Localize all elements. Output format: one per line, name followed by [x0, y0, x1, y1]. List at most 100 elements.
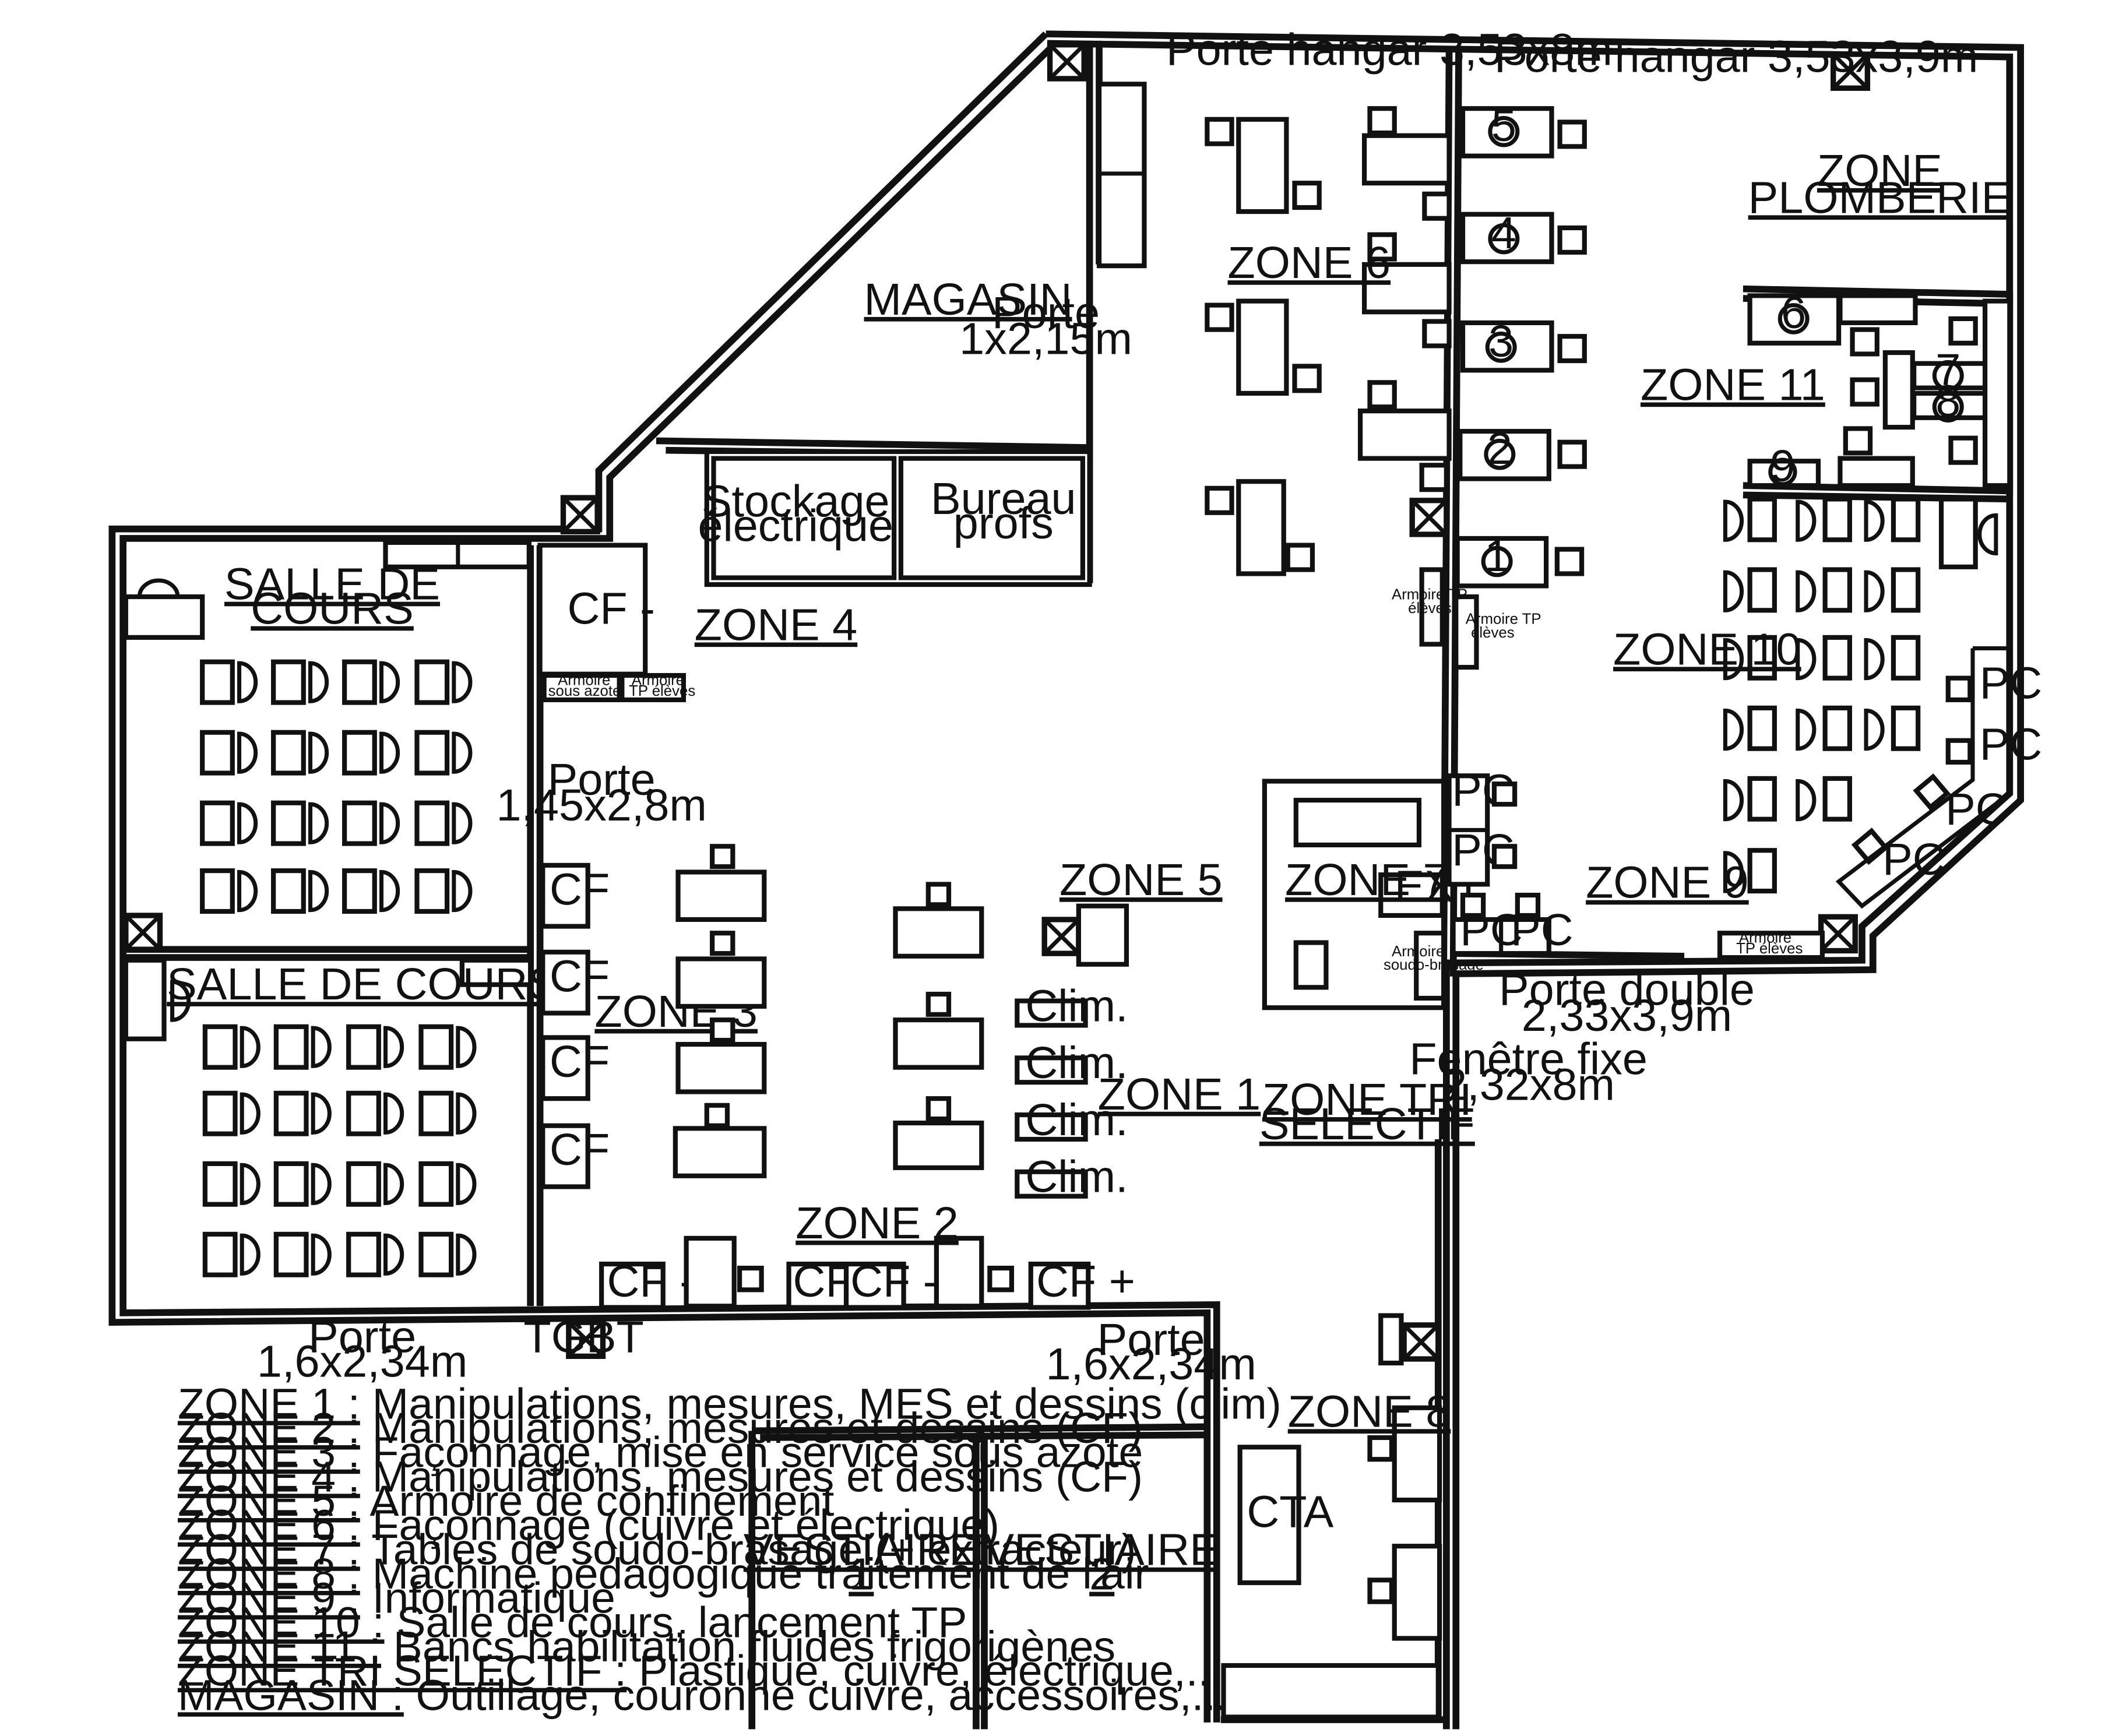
porte-double-label-1: Porte double: [1499, 965, 1755, 1015]
legend: ZONE 1 : Manipulations, mesures, MES et …: [178, 1379, 1282, 1720]
clim-label-3: Clim.: [1025, 1095, 1128, 1145]
zone9-label: ZONE 9: [1586, 858, 1749, 908]
column-x-marker: [1041, 917, 1082, 956]
legend-text: Façonnage (cuivre et électrique): [360, 1501, 999, 1550]
legend-item: ZONE TRI SELECTIF : Plastique, cuivre, é…: [178, 1646, 1222, 1695]
cf-minus-label-2: CF -: [607, 1256, 695, 1307]
pc-label-2: PC: [1980, 720, 2043, 770]
pc-label-3: PC: [1945, 784, 2008, 834]
armoire-tp-label-2: élèves: [1408, 600, 1452, 617]
column-x-marker: [1831, 51, 1871, 91]
legend-item: ZONE 6 : Façonnage (cuivre et électrique…: [178, 1501, 999, 1550]
legend-item: MAGASIN : Outillage, couronne cuivre, ac…: [178, 1671, 1228, 1720]
vestiaire1-label-2: 1: [849, 1550, 874, 1600]
legend-key: ZONE 7 :: [178, 1525, 360, 1574]
legend-key: ZONE 1 :: [178, 1379, 360, 1428]
legend-item: ZONE 9 : Informatique: [178, 1573, 615, 1622]
armoire-tp-label-b2: élèves: [1471, 625, 1515, 641]
legend-key: ZONE 6 :: [178, 1501, 360, 1550]
salle1-label-1: SALLE DE: [224, 559, 440, 610]
vestiaire2-label-2: 2: [1089, 1550, 1114, 1600]
legend-item: ZONE 3 : Façonnage, mise en service sous…: [178, 1428, 1143, 1477]
fenetre-fixe-label-1: Fenêtre fixe: [1409, 1034, 1648, 1084]
porte-salle-label-2: 1,45x2,8m: [496, 780, 706, 830]
armoire-sous-label: Armoire: [558, 672, 610, 688]
classroom-1: SALLE DE COURS: [123, 540, 531, 914]
legend-text: Machine pédagogique traitement de l'air: [360, 1549, 1149, 1598]
plomberie-fittings: ZONE PLOMBERIE 6 7 8 9: [1747, 146, 2012, 491]
legend-key: ZONE 5 :: [178, 1476, 360, 1525]
zone11-benches: 5 4 3 2 1 Armoire TP élèves Armoire TP é…: [1392, 101, 1825, 670]
vestiaire1-label-1: VESTIAIRE: [744, 1525, 979, 1575]
plomberie-label-2: PLOMBERIE: [1748, 173, 2012, 223]
legend-text: Armoire de confinement: [360, 1476, 835, 1525]
legend-text: Manipulations, mesures et dessins (CF): [360, 1452, 1143, 1501]
zone7-zone9: EXT. Armoire soudo-brasage ZONE 7 PC PC …: [1262, 766, 1825, 1010]
armoire-tp-eleves-label: Armoire: [1739, 930, 1791, 946]
legend-text: Bancs habilitation fluides frigorigènes: [381, 1622, 1115, 1671]
cta-label: CTA: [1247, 1487, 1334, 1537]
column-markers: [123, 42, 1871, 1362]
magasin-room: MAGASIN: [864, 82, 1147, 325]
storage-office: Stockage électrique Bureau profs: [698, 449, 1092, 587]
zone-tri-label-2: SELECTIF: [1259, 1099, 1475, 1149]
legend-item: ZONE 11 : Bancs habilitation fluides fri…: [178, 1622, 1115, 1671]
armoire-sous-label-2: sous azote: [548, 683, 621, 699]
legend-text: Salle de cours, lancement TP: [385, 1598, 967, 1647]
column-x-marker: [1401, 1322, 1441, 1362]
legend-key: ZONE 10 :: [178, 1598, 385, 1647]
column-x-marker: [1047, 42, 1087, 82]
zone6-workbenches: ZONE 6: [1205, 106, 1452, 576]
pc-label-4: PC: [1882, 834, 1945, 885]
column-x-marker: [1409, 498, 1449, 537]
armoire-tp-label-c2: TP élèves: [629, 683, 695, 699]
bench-number-9: 9: [1770, 441, 1795, 491]
armoire-tp-label-c: Armoire: [632, 672, 684, 688]
bench-number-1: 1: [1484, 531, 1509, 581]
bureau-label-1: Bureau: [931, 474, 1076, 524]
cf-minus-label-1: CF -: [568, 584, 655, 634]
bench-number-4: 4: [1491, 208, 1516, 258]
porte-hangar-2-label: Porte hangar 3,53x3,9m: [1494, 32, 1978, 82]
bench-number-3: 3: [1488, 316, 1513, 367]
legend-key: MAGASIN :: [178, 1671, 404, 1720]
porte-magasin-label-2: 1x2,15m: [959, 314, 1132, 364]
zone1-tables: Clim. Clim. Clim. Clim. ZONE 1 ZONE 5: [673, 844, 1261, 1202]
porte-magasin-label-1: Porte: [992, 288, 1100, 338]
desk-grid-2: [202, 1024, 477, 1277]
cf-minus-label-3: CF -: [850, 1256, 938, 1307]
legend-item: ZONE 10 : Salle de cours, lancement TP: [178, 1598, 967, 1647]
legend-item: ZONE 7 : Tables de soudo-brasage (+ extr…: [178, 1525, 1136, 1574]
salle2-label: SALLE DE COURS: [167, 960, 558, 1010]
bureau-label-2: profs: [953, 498, 1054, 548]
desk-grid-1: [200, 659, 473, 914]
armoire-tp-label-b: Armoire TP: [1466, 611, 1541, 628]
zone6-label: ZONE 6: [1228, 238, 1391, 288]
cf-label-3: CF: [550, 1037, 610, 1087]
bench-number-7: 7: [1935, 345, 1960, 395]
legend-key: ZONE 3 :: [178, 1428, 360, 1477]
column-x-marker: [1818, 914, 1858, 954]
legend-text: Manipulations, mesures et dessins (CF): [360, 1403, 1143, 1452]
clim-label-2: Clim.: [1025, 1038, 1128, 1089]
zone7-label: ZONE 7: [1285, 855, 1448, 905]
porte-double-label-2: 2,33x3,9m: [1522, 991, 1732, 1041]
zone11-label: ZONE 11: [1641, 360, 1825, 410]
zone10-desks: PC PC PC PC ZONE 10: [1613, 496, 2043, 909]
cf-label-2: CF: [550, 952, 610, 1002]
clim-label-1: Clim.: [1025, 981, 1128, 1031]
bench-number-6: 6: [1781, 288, 1806, 338]
zone8-label: ZONE 8: [1288, 1387, 1451, 1437]
legend-text: Informatique: [360, 1573, 615, 1622]
stockage-label-2: électrique: [698, 501, 893, 551]
porte-bas-centre-label-1: Porte: [1097, 1315, 1205, 1365]
legend-text: Plastique, cuivre, électrique,...: [626, 1646, 1222, 1695]
stockage-label-1: Stockage: [702, 477, 890, 527]
legend-item: ZONE 8 : Machine pédagogique traitement …: [178, 1549, 1149, 1598]
column-x-marker: [560, 495, 600, 534]
cf-label-1: CF: [550, 865, 610, 915]
legend-text: Tables de soudo-brasage (+ extracteur): [360, 1525, 1136, 1574]
armoire-soudo-label: Armoire: [1392, 943, 1444, 960]
zone10-label: ZONE 10: [1613, 625, 1801, 675]
